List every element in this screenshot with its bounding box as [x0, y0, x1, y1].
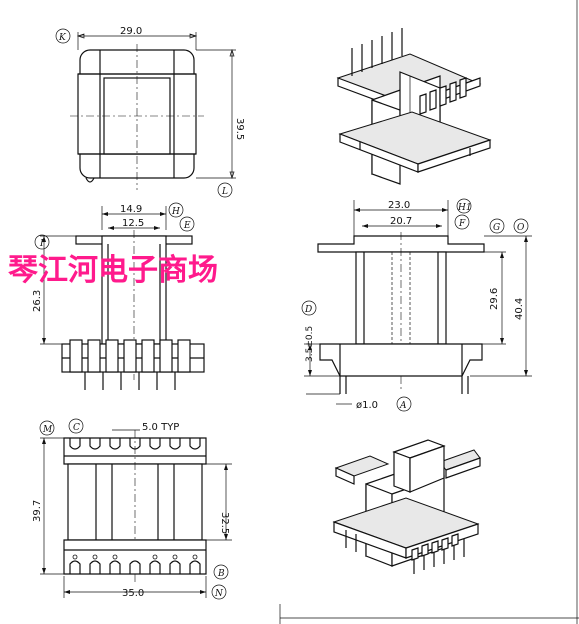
bottom-height-dim: 39.7 — [32, 500, 43, 522]
label-n: N — [214, 589, 224, 599]
label-c: C — [73, 423, 80, 433]
top-width-dim: 29.0 — [120, 26, 142, 37]
label-e: E — [183, 221, 191, 231]
bottom-inner-height-dim: 32.5 — [219, 512, 230, 534]
label-b: B — [217, 569, 225, 579]
side-pin-diameter-dim: ø1.0 — [356, 400, 378, 411]
isometric-view-top — [336, 28, 492, 185]
bottom-width-dim: 35.0 — [122, 588, 144, 599]
watermark-text: 琴江河电子商场 — [8, 253, 218, 288]
bottom-view: M C 5.0 TYP 39.7 32.5 B — [32, 418, 232, 600]
label-f: F — [458, 219, 466, 229]
isometric-view-bottom — [332, 439, 481, 574]
label-m: M — [42, 425, 53, 435]
side-core-height-dim: 29.6 — [489, 288, 500, 310]
side-view: 23.0 H1 20.7 F G O 29.6 40. — [301, 198, 532, 412]
front-inner-width-dim: 12.5 — [122, 218, 144, 229]
top-view: 29.0 K 39.5 L — [55, 26, 245, 198]
label-d: D — [304, 305, 312, 315]
label-a: A — [399, 401, 407, 411]
side-inner-width-dim: 20.7 — [390, 216, 412, 227]
label-i: I — [39, 239, 44, 249]
label-l: L — [221, 187, 228, 197]
label-h: H — [171, 207, 180, 217]
side-outer-width-dim: 23.0 — [388, 200, 410, 211]
label-g: G — [493, 223, 500, 233]
front-height-dim: 26.3 — [32, 290, 43, 312]
side-total-height-dim: 40.4 — [514, 298, 525, 320]
side-pin-offset-dim: 3.5±0.5 — [305, 326, 315, 362]
label-o: O — [517, 223, 525, 233]
front-outer-width-dim: 14.9 — [120, 204, 142, 215]
bottom-pitch-dim: 5.0 TYP — [142, 422, 179, 433]
label-k: K — [58, 33, 67, 43]
front-view: 14.9 H 12.5 E 26.3 I — [32, 202, 205, 390]
top-height-dim: 39.5 — [234, 118, 245, 140]
label-h1: H1 — [457, 203, 472, 213]
